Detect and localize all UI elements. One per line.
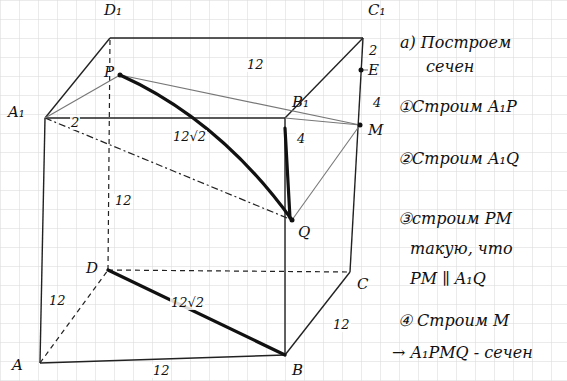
vertex-name: D — [86, 260, 98, 277]
dimension: 2 — [70, 116, 80, 130]
note-line: ③строим PM — [398, 210, 512, 228]
dimension: 12 — [114, 194, 133, 208]
dimension: 12√2 — [170, 296, 205, 310]
note-line: а) Построем — [400, 34, 511, 52]
dimension: 4 — [372, 96, 382, 110]
vertex-name: B₁ — [292, 94, 309, 111]
note-line: такую, что — [410, 240, 513, 258]
section-lines — [45, 70, 368, 220]
note-line: ④ Строим M — [398, 312, 509, 330]
note-line: PM ∥ A₁Q — [410, 270, 486, 288]
vertex-name: C — [357, 276, 368, 293]
dimension: 12√2 — [172, 130, 207, 144]
dimension: 12 — [246, 58, 265, 72]
vertex-name: D₁ — [104, 2, 122, 19]
bold-segments — [108, 75, 292, 355]
vertex-name: A — [12, 357, 23, 374]
dimension: 12 — [332, 318, 351, 332]
note-line: сечен — [426, 58, 474, 76]
dimension: 12 — [152, 364, 171, 378]
points — [118, 68, 364, 223]
vertex-name: B — [292, 362, 303, 379]
vertex-name: M — [368, 122, 383, 139]
dimension: 4 — [296, 132, 306, 146]
cube-edges — [40, 38, 363, 363]
note-line: ②Строим A₁Q — [398, 150, 519, 168]
note-line: → A₁PMQ - сечен — [392, 344, 533, 362]
vertex-name: E — [368, 62, 379, 79]
vertex-name: P — [104, 64, 114, 81]
dimension: 12 — [48, 294, 67, 308]
hidden-edges — [40, 38, 350, 363]
dimension: 2 — [368, 44, 378, 58]
vertex-name: A₁ — [8, 104, 25, 121]
vertex-name: C₁ — [368, 2, 386, 19]
note-line: ①Строим A₁P — [398, 98, 517, 116]
vertex-name: Q — [298, 224, 310, 241]
